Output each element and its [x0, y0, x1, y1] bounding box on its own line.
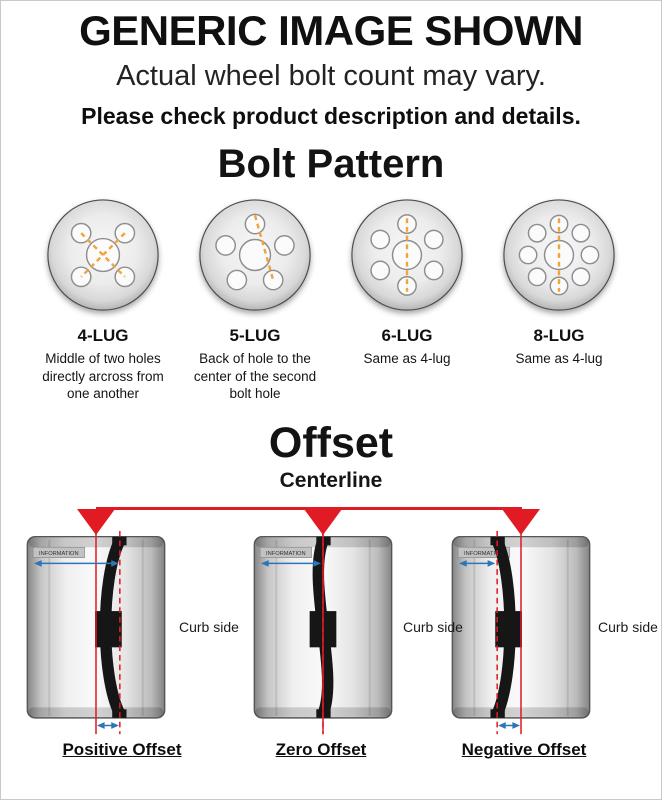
wheel-cross-section-positive: INFORMATION [26, 530, 166, 734]
rim-info-label: INFORMATION [39, 550, 79, 556]
centerline-marker-line [96, 506, 522, 510]
lug-name-4: 4-LUG [77, 326, 129, 345]
rim-info-label: INFORMATION [266, 550, 306, 556]
curb-side-label: Curb side [598, 618, 658, 635]
curb-side-label: Curb side [179, 618, 239, 635]
wheel-cross-section-negative: INFORMATION [451, 530, 591, 734]
note-text: Please check product description and det… [81, 103, 581, 129]
lug-column-4: 4-LUG Middle of two holes directly arcro… [32, 197, 174, 403]
centerline-label: Centerline [279, 468, 383, 492]
lug-description-8: Same as 4-lug [515, 351, 603, 366]
offset-label-negative: Negative Offset [461, 739, 587, 759]
lug-name-5: 5-LUG [229, 326, 281, 345]
rim-info-label: INFORMATION [464, 550, 504, 556]
offset-label-zero: Zero Offset [275, 739, 367, 759]
lug-description-6: Same as 4-lug [363, 351, 451, 366]
wheel-8-lug-diagram [503, 199, 615, 311]
lug-description-5: Back of hole to the center of the second… [193, 351, 317, 402]
subtitle: Actual wheel bolt count may vary. [116, 60, 546, 92]
centerline-arrow-icon [304, 508, 342, 535]
lug-name-6: 6-LUG [381, 326, 433, 345]
lug-column-8: 8-LUG Same as 4-lug [488, 197, 630, 403]
wheel-6-lug-diagram [351, 199, 463, 311]
centerline-arrow-icon [77, 508, 115, 535]
main-title: GENERIC IMAGE SHOWN [79, 7, 583, 54]
lug-name-8: 8-LUG [533, 326, 585, 345]
curb-side-label: Curb side [403, 618, 463, 635]
offset-figure: INFORMATION INFORMATION [1, 493, 661, 775]
wheel-cross-section-zero: INFORMATION [253, 530, 393, 734]
lug-column-6: 6-LUG Same as 4-lug [336, 197, 478, 403]
wheel-5-lug-diagram [199, 199, 311, 311]
lug-column-5: 5-LUG Back of hole to the center of the … [184, 197, 326, 403]
centerline-arrow-icon [502, 508, 540, 535]
bolt-pattern-title: Bolt Pattern [217, 142, 445, 186]
offset-title: Offset [268, 418, 394, 467]
offset-label-positive: Positive Offset [62, 739, 182, 759]
lug-diagram-row: 4-LUG Middle of two holes directly arcro… [1, 197, 661, 403]
lug-description-4: Middle of two holes directly arcross fro… [42, 351, 164, 402]
wheel-4-lug-diagram [47, 199, 159, 311]
